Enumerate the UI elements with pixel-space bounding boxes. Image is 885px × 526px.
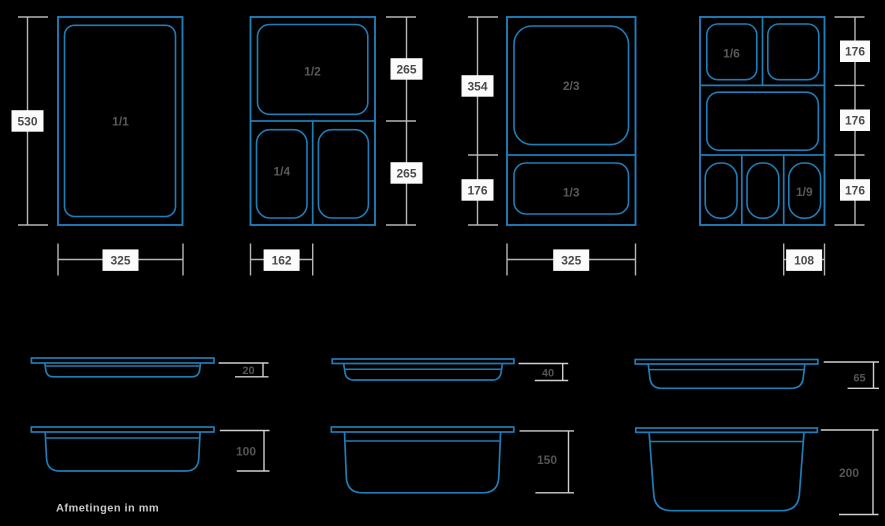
svg-text:530: 530 [17, 114, 37, 128]
svg-text:265: 265 [396, 62, 416, 76]
svg-text:1/2: 1/2 [304, 65, 321, 79]
svg-text:65: 65 [853, 373, 865, 385]
svg-text:Afmetingen in mm: Afmetingen in mm [56, 503, 159, 515]
svg-text:40: 40 [542, 368, 554, 380]
svg-text:354: 354 [467, 79, 487, 93]
svg-text:108: 108 [794, 254, 814, 268]
svg-text:1/6: 1/6 [723, 46, 740, 60]
svg-text:2/3: 2/3 [563, 79, 580, 93]
svg-text:150: 150 [537, 453, 557, 467]
svg-text:100: 100 [236, 445, 256, 459]
svg-text:1/3: 1/3 [563, 186, 580, 200]
svg-text:176: 176 [467, 183, 487, 197]
svg-text:1/9: 1/9 [796, 185, 813, 199]
svg-text:325: 325 [110, 254, 130, 268]
svg-text:265: 265 [396, 166, 416, 180]
svg-text:176: 176 [845, 114, 865, 128]
svg-text:176: 176 [845, 45, 865, 59]
svg-text:20: 20 [242, 365, 254, 377]
svg-text:325: 325 [561, 254, 581, 268]
svg-text:200: 200 [839, 466, 859, 480]
svg-text:1/1: 1/1 [112, 114, 129, 128]
svg-text:162: 162 [272, 254, 292, 268]
svg-text:176: 176 [845, 183, 865, 197]
svg-text:1/4: 1/4 [273, 165, 290, 179]
